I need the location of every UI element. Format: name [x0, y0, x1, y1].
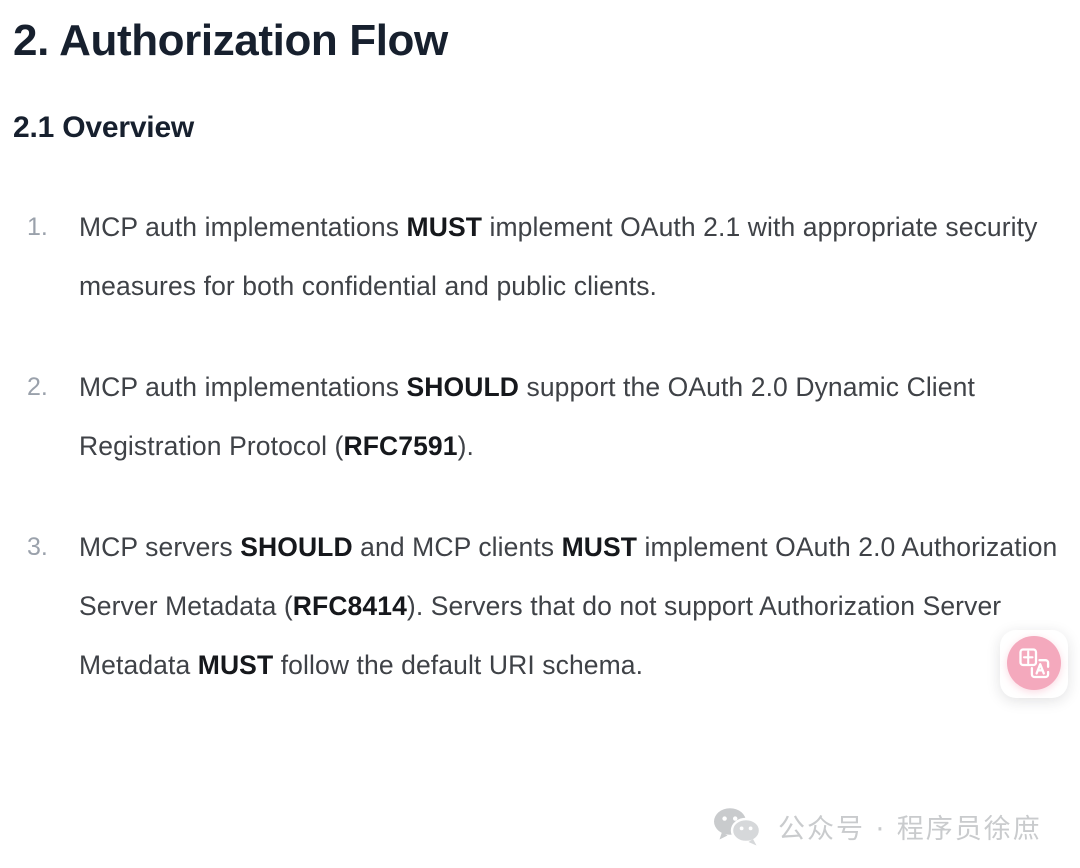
list-marker: 1.: [27, 212, 48, 241]
wechat-icon: [714, 808, 762, 846]
translate-button[interactable]: [1007, 636, 1061, 690]
list-item-text: MCP auth implementations MUST implement …: [79, 211, 1038, 301]
list-item-text: MCP servers SHOULD and MCP clients MUST …: [79, 531, 1058, 680]
list-marker: 3.: [27, 532, 48, 561]
list-item: 1. MCP auth implementations MUST impleme…: [13, 198, 1060, 316]
list-item: 3. MCP servers SHOULD and MCP clients MU…: [13, 518, 1060, 695]
translate-icon: [1019, 648, 1050, 679]
watermark: 公众号 · 程序员徐庶: [712, 806, 1042, 846]
list-item-text: MCP auth implementations SHOULD support …: [79, 371, 975, 461]
page-title: 2. Authorization Flow: [13, 16, 448, 65]
list-marker: 2.: [27, 372, 48, 401]
section-heading-overview: 2.1 Overview: [13, 111, 195, 145]
list-item: 2. MCP auth implementations SHOULD suppo…: [13, 358, 1060, 476]
requirements-list: 1. MCP auth implementations MUST impleme…: [13, 146, 1060, 695]
watermark-text: 公众号 · 程序员徐庶: [778, 813, 1042, 845]
